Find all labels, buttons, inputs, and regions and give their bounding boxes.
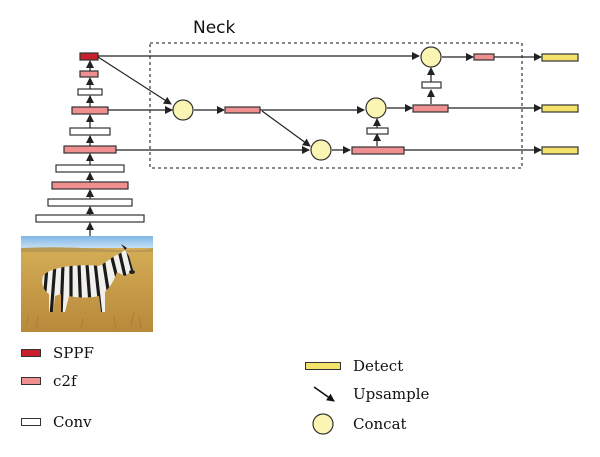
legend-concat: Concat [310, 412, 407, 436]
legend-sppf: SPPF [21, 344, 94, 362]
neck-boundary [149, 42, 523, 169]
detect-heads [541, 53, 579, 155]
neck-c2f-block [224, 106, 261, 114]
backbone-c2f-block [63, 145, 117, 154]
detect-head-medium [541, 104, 579, 113]
backbone-c2f-block [51, 181, 129, 190]
legend-upsample-label: Upsample [353, 385, 430, 403]
backbone-conv-block [55, 164, 125, 173]
backbone-conv-block [47, 198, 133, 207]
c2f-swatch [21, 377, 41, 385]
upsample-arrow-1 [97, 56, 172, 105]
neck-conv-block [421, 81, 442, 89]
neck-modules [172, 46, 495, 161]
backbone-conv-block [35, 214, 145, 223]
legend-detect: Detect [305, 357, 403, 375]
upsample-arrow-2 [261, 110, 311, 147]
legend-detect-label: Detect [353, 357, 404, 375]
concat-node-2 [310, 139, 332, 161]
upsample-arrow-icon [313, 386, 335, 402]
backbone-sppf-block [79, 52, 99, 61]
backbone-conv-block [69, 127, 111, 136]
sppf-swatch [21, 349, 41, 357]
concat-circle-icon [312, 413, 334, 435]
neck-c2f-block [351, 146, 405, 155]
legend-sppf-label: SPPF [53, 344, 94, 362]
legend-c2f-label: c2f [53, 372, 77, 390]
legend-conv-label: Conv [53, 413, 92, 431]
backbone-c2f-block [71, 106, 109, 115]
concat-node-1 [172, 99, 194, 121]
backbone-conv-block [77, 88, 103, 96]
detect-head-large [541, 53, 579, 62]
conv-swatch [21, 418, 41, 426]
legend-conv: Conv [21, 413, 92, 431]
neck-c2f-block [412, 104, 449, 113]
neck-c2f-block [473, 53, 495, 61]
detect-head-small [541, 146, 579, 155]
neck-label: Neck [193, 18, 236, 38]
neck-conv-block [366, 127, 389, 135]
legend-c2f: c2f [21, 372, 77, 390]
legend-concat-label: Concat [353, 415, 407, 433]
backbone-c2f-block [79, 70, 99, 78]
detect-swatch [305, 362, 341, 370]
concat-node-4 [420, 46, 442, 68]
legend-upsample: Upsample [310, 384, 429, 404]
neck-connections [97, 52, 542, 154]
zebra-photo [21, 236, 153, 332]
concat-node-3 [365, 97, 387, 119]
